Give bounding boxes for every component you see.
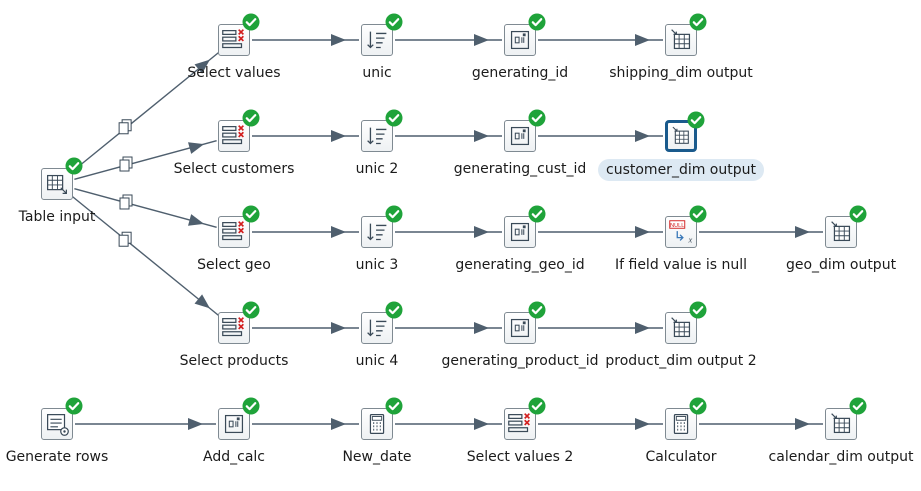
copy-rows-icon (119, 156, 133, 172)
step-label: unic 4 (355, 353, 399, 369)
step-label: generating_geo_id (455, 257, 585, 273)
hop-add_calc-to-new_date[interactable] (252, 418, 359, 430)
copy-rows-icon (118, 231, 132, 247)
step-label: generating_cust_id (453, 161, 587, 177)
step-label: unic 2 (355, 161, 399, 177)
hop-unic-to-generating_id[interactable] (395, 34, 502, 46)
step-if-field-null[interactable]: NULL x (665, 205, 707, 248)
step-label: Select products (179, 353, 289, 369)
step-label: generating_product_id (441, 353, 599, 369)
step-product-dim-output-2[interactable] (665, 301, 707, 344)
step-unic-2[interactable] (361, 109, 403, 152)
hop-calculator-to-calendar_dim_output[interactable] (699, 418, 823, 430)
step-label: geo_dim output (785, 257, 897, 273)
step-table-input[interactable] (41, 157, 83, 200)
hop-if_field_null-to-geo_dim_output[interactable] (699, 226, 823, 238)
step-label: Select geo (197, 257, 271, 273)
hop-select_geo-to-unic_3[interactable] (252, 226, 359, 238)
step-calendar-dim-output[interactable] (825, 397, 867, 440)
step-label: Generate rows (5, 449, 109, 465)
hop-unic_3-to-generating_geo_id[interactable] (395, 226, 502, 238)
step-label: Select values (187, 65, 281, 81)
step-generating-id[interactable] (504, 13, 546, 56)
step-label: Select values 2 (466, 449, 574, 465)
step-select-values-2[interactable] (504, 397, 546, 440)
copy-rows-icon (119, 194, 133, 210)
hop-table_input-to-select_customers[interactable] (74, 140, 217, 180)
hop-generate_rows-to-add_calc[interactable] (75, 418, 216, 430)
step-label: unic (362, 65, 392, 81)
hop-table_input-to-select_products[interactable] (70, 194, 221, 318)
hop-generating_product_id-to-product_dim_output_2[interactable] (538, 322, 663, 334)
step-unic-4[interactable] (361, 301, 403, 344)
step-label: If field value is null (614, 257, 748, 273)
hop-generating_id-to-shipping_dim_output[interactable] (538, 34, 663, 46)
step-label: Add_calc (203, 449, 265, 465)
step-label: Select customers (173, 161, 295, 177)
hop-select_customers-to-unic_2[interactable] (252, 130, 359, 142)
null-icon-text: NULL (670, 223, 684, 229)
step-new-date[interactable] (361, 397, 403, 440)
step-label: shipping_dim output (609, 65, 753, 81)
svg-text:x: x (688, 234, 693, 244)
hop-table_input-to-select_values[interactable] (70, 50, 221, 174)
step-label: customer_dim output (598, 159, 764, 181)
step-add-calc[interactable] (218, 397, 260, 440)
hop-generating_cust_id-to-customer_dim_output[interactable] (538, 130, 663, 142)
hop-unic_4-to-generating_product_id[interactable] (395, 322, 502, 334)
step-label: calendar_dim output (768, 449, 914, 465)
step-label: Table input (18, 209, 96, 225)
step-unic-3[interactable] (361, 205, 403, 248)
step-label: Calculator (645, 449, 717, 465)
step-shipping-dim-output[interactable] (665, 13, 707, 56)
step-unic[interactable] (361, 13, 403, 56)
step-customer-dim-output[interactable] (665, 111, 705, 152)
step-generating-cust-id[interactable] (504, 109, 546, 152)
step-generate-rows[interactable] (41, 397, 83, 440)
hop-unic_2-to-generating_cust_id[interactable] (395, 130, 502, 142)
step-select-products[interactable] (218, 301, 260, 344)
step-label: unic 3 (355, 257, 399, 273)
step-generating-geo-id[interactable] (504, 205, 546, 248)
hop-select_values-to-unic[interactable] (252, 34, 359, 46)
step-label: generating_id (471, 65, 569, 81)
step-select-values[interactable] (218, 13, 260, 56)
step-label: New_date (342, 449, 412, 465)
step-generating-product-id[interactable] (504, 301, 546, 344)
step-calculator[interactable] (665, 397, 707, 440)
copy-rows-icon (118, 119, 132, 135)
step-select-customers[interactable] (218, 109, 260, 152)
hop-generating_geo_id-to-if_field_null[interactable] (538, 226, 663, 238)
hop-new_date-to-select_values_2[interactable] (395, 418, 502, 430)
hop-select_values_2-to-calculator[interactable] (538, 418, 663, 430)
hop-table_input-to-select_geo[interactable] (74, 188, 217, 228)
hop-select_products-to-unic_4[interactable] (252, 322, 359, 334)
step-geo-dim-output[interactable] (825, 205, 867, 248)
step-select-geo[interactable] (218, 205, 260, 248)
step-label: product_dim output 2 (605, 353, 757, 369)
